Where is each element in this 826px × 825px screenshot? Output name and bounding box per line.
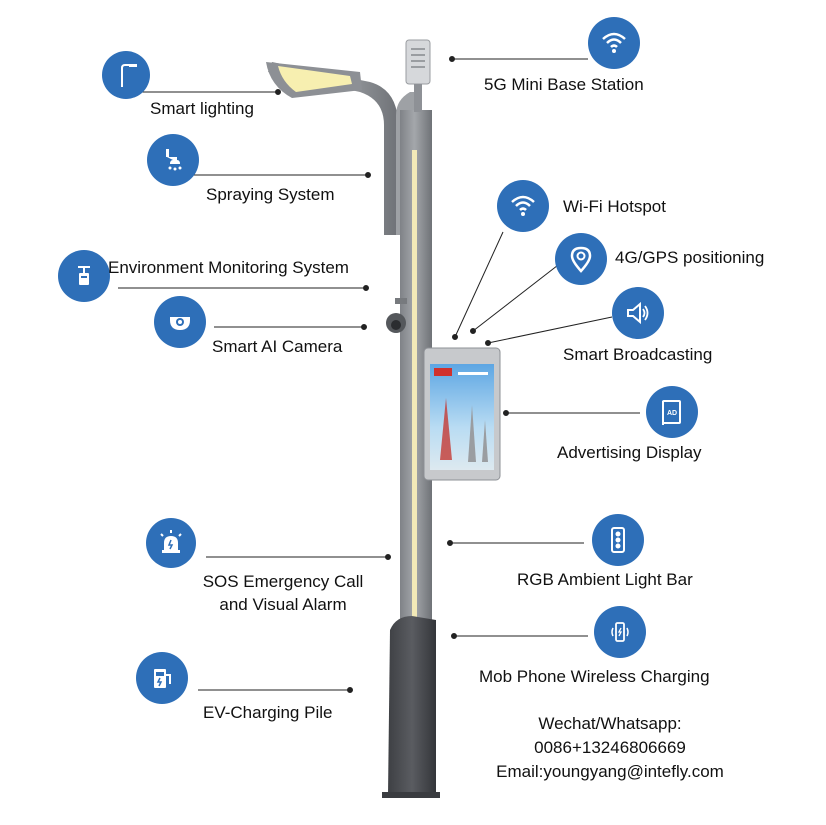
camera-icon bbox=[154, 296, 206, 348]
speaker-icon bbox=[612, 287, 664, 339]
label-smart-ai-camera: Smart AI Camera bbox=[212, 337, 343, 356]
label-sos-line2: and Visual Alarm bbox=[219, 595, 347, 614]
label-spraying-system: Spraying System bbox=[206, 185, 335, 204]
contact-email: Email:youngyang@intefly.com bbox=[496, 762, 724, 781]
label-rgb-light-bar: RGB Ambient Light Bar bbox=[517, 570, 693, 589]
wifi-hotspot-icon bbox=[497, 180, 549, 232]
location-pin-icon bbox=[555, 233, 607, 285]
label-smart-broadcasting: Smart Broadcasting bbox=[563, 345, 713, 364]
contact-block: Wechat/Whatsapp: 0086+13246806669 Email:… bbox=[475, 712, 745, 784]
alarm-light-icon bbox=[146, 518, 196, 568]
contact-wechat-label: Wechat/Whatsapp: bbox=[538, 714, 682, 733]
traffic-light-bar-icon bbox=[592, 514, 644, 566]
environment-sensor-icon bbox=[58, 250, 110, 302]
label-environment-monitoring: Environment Monitoring System bbox=[108, 258, 349, 277]
ad-icon-text: AD bbox=[667, 410, 677, 417]
sprinkler-icon bbox=[147, 134, 199, 186]
label-ev-charging: EV-Charging Pile bbox=[203, 703, 333, 722]
contact-phone: 0086+13246806669 bbox=[534, 738, 686, 757]
wifi-icon bbox=[588, 17, 640, 69]
label-base-station: 5G Mini Base Station bbox=[484, 75, 644, 94]
label-sos-line1: SOS Emergency Call bbox=[202, 572, 364, 591]
street-light-icon bbox=[102, 51, 150, 99]
label-smart-lighting: Smart lighting bbox=[150, 99, 254, 118]
ev-charger-icon bbox=[136, 652, 188, 704]
connector-lines bbox=[118, 56, 640, 693]
label-gps-positioning: 4G/GPS positioning bbox=[615, 248, 765, 267]
label-wireless-charging: Mob Phone Wireless Charging bbox=[479, 667, 710, 686]
ad-display-icon: AD bbox=[646, 386, 698, 438]
label-sos-emergency: SOS Emergency Call and Visual Alarm bbox=[188, 570, 378, 616]
label-wifi-hotspot: Wi-Fi Hotspot bbox=[563, 197, 666, 216]
wireless-charging-icon bbox=[594, 606, 646, 658]
label-advertising-display: Advertising Display bbox=[557, 443, 702, 462]
street-pole bbox=[266, 39, 501, 798]
